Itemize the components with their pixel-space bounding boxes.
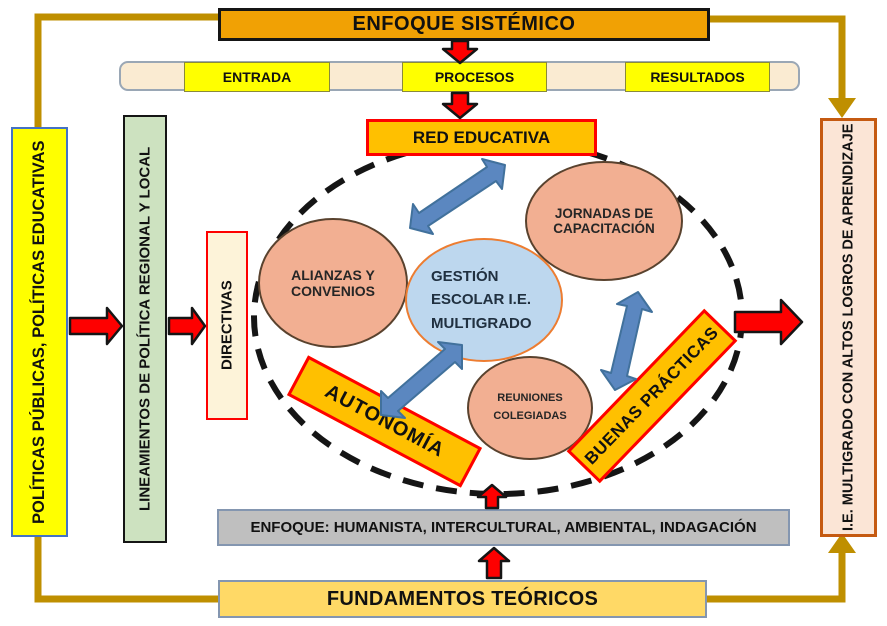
process-bar: ENTRADA PROCESOS RESULTADOS — [119, 61, 800, 92]
gold-arrowhead-down-icon — [828, 98, 856, 118]
red-arrow-enfoque-to-network-icon — [476, 483, 508, 510]
red-arrow-banner-to-bar-icon — [441, 39, 479, 65]
red-educativa-label: RED EDUCATIVA — [412, 127, 551, 147]
politicas-publicas-label: POLÍTICAS PÚBLICAS, POLÍTICAS EDUCATIVAS — [30, 140, 48, 524]
politicas-publicas-box: POLÍTICAS PÚBLICAS, POLÍTICAS EDUCATIVAS — [11, 127, 68, 537]
enfoque-humanista-box: ENFOQUE: HUMANISTA, INTERCULTURAL, AMBIE… — [217, 509, 790, 546]
jornadas-capacitacion-ellipse: JORNADAS DE CAPACITACIÓN — [525, 161, 683, 281]
red-arrow-procesos-to-red-educativa-icon — [441, 91, 479, 120]
ie-multigrado-outcome-box: I.E. MULTIGRADO CON ALTOS LOGROS DE APRE… — [820, 118, 877, 537]
stage-resultados: RESULTADOS — [625, 62, 770, 92]
fundamentos-teoricos-banner: FUNDAMENTOS TEÓRICOS — [218, 580, 707, 618]
blue-double-arrow-center-to-red-educativa-icon — [409, 158, 506, 235]
red-arrow-politicas-to-lineamientos-icon — [68, 306, 124, 346]
buenas-practicas-label: BUENAS PRÁCTICAS — [581, 322, 723, 469]
stage-procesos: PROCESOS — [402, 62, 547, 92]
directivas-box: DIRECTIVAS — [206, 231, 248, 420]
stage-entrada: ENTRADA — [184, 62, 330, 92]
enfoque-sistemico-banner: ENFOQUE SISTÉMICO — [218, 8, 710, 41]
gold-connector-bottom-right — [707, 551, 846, 603]
autonomia-box: AUTONOMÍA — [286, 355, 483, 488]
reuniones-colegiadas-label: REUNIONES COLEGIADAS — [493, 392, 567, 422]
red-educativa-box: RED EDUCATIVA — [366, 119, 597, 156]
stage-entrada-label: ENTRADA — [222, 69, 292, 85]
stage-procesos-label: PROCESOS — [434, 69, 515, 85]
fundamentos-teoricos-label: FUNDAMENTOS TEÓRICOS — [326, 587, 599, 610]
enfoque-sistemico-label: ENFOQUE SISTÉMICO — [352, 13, 576, 35]
lineamientos-label: LINEAMIENTOS DE POLÍTICA REGIONAL Y LOCA… — [136, 146, 154, 512]
enfoque-humanista-label: ENFOQUE: HUMANISTA, INTERCULTURAL, AMBIE… — [250, 519, 757, 536]
lineamientos-box: LINEAMIENTOS DE POLÍTICA REGIONAL Y LOCA… — [123, 115, 167, 543]
ie-multigrado-outcome-label: I.E. MULTIGRADO CON ALTOS LOGROS DE APRE… — [840, 123, 857, 532]
buenas-practicas-box: BUENAS PRÁCTICAS — [566, 308, 738, 484]
directivas-label: DIRECTIVAS — [218, 280, 236, 371]
stage-resultados-label: RESULTADOS — [650, 69, 745, 85]
alianzas-convenios-ellipse: ALIANZAS Y CONVENIOS — [258, 218, 408, 348]
alianzas-convenios-label: ALIANZAS Y CONVENIOS — [290, 267, 375, 299]
red-arrow-fundamentos-to-enfoque-icon — [477, 546, 511, 580]
red-arrow-lineamientos-to-directivas-icon — [167, 306, 207, 346]
red-arrow-network-to-outcome-icon — [733, 298, 804, 346]
gestion-escolar-label: GESTIÓN ESCOLAR I.E. MULTIGRADO — [431, 268, 532, 332]
gestion-escolar-center-ellipse: GESTIÓN ESCOLAR I.E. MULTIGRADO — [405, 238, 563, 362]
jornadas-capacitacion-label: JORNADAS DE CAPACITACIÓN — [553, 206, 655, 236]
autonomia-label: AUTONOMÍA — [321, 380, 449, 462]
